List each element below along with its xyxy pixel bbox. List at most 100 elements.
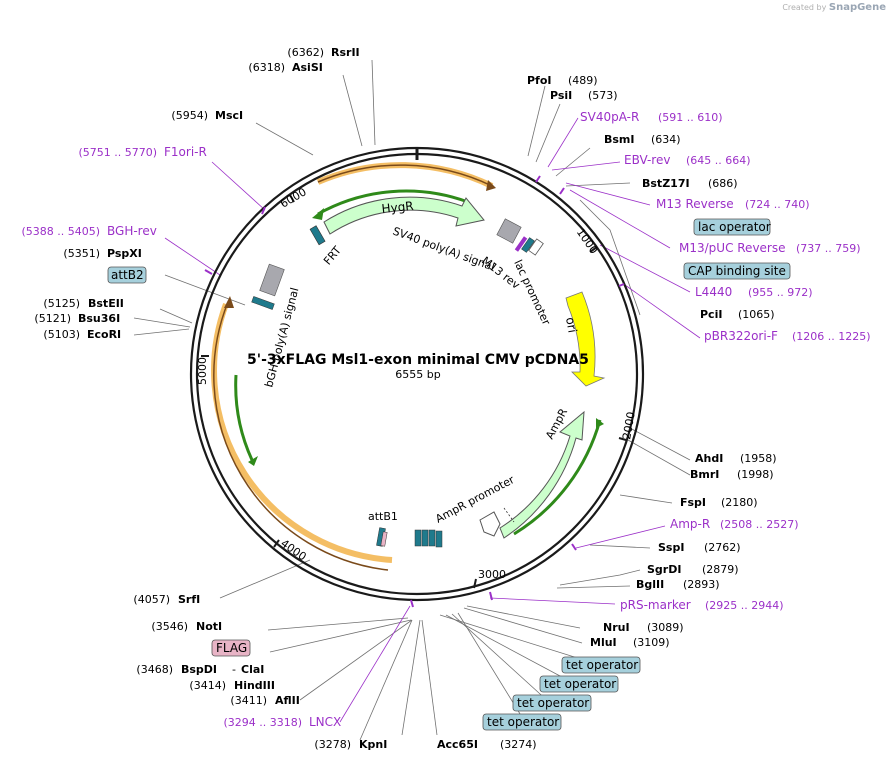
site-nrui[interactable]: NruI(3089) [603, 621, 684, 634]
site-name: BstEII [88, 297, 124, 310]
site-pos: (3468) [136, 663, 173, 676]
site-mlui[interactable]: MluI(3109) [590, 636, 670, 649]
primer-name: LNCX [309, 715, 341, 729]
lac-promoter-label: lac promoter [511, 258, 553, 328]
primer-name: M13 Reverse [656, 197, 734, 211]
primer-prs-marker[interactable]: pRS-marker(2925 .. 2944) [620, 598, 784, 612]
box-lac-operator[interactable]: lac operator [693, 218, 771, 236]
site-pos: (1998) [737, 468, 774, 481]
site-rsrii[interactable]: (6362)RsrII [287, 46, 359, 59]
box-tet-operator-4[interactable]: tet operator [482, 713, 562, 731]
site-hindiii[interactable]: (3414)HindIII [189, 679, 275, 692]
primer-pbr322ori-f[interactable]: pBR322ori-F(1206 .. 1225) [704, 329, 871, 343]
site-asisi[interactable]: (6318)AsiSI [248, 61, 322, 74]
attb1-label: attB1 [368, 510, 398, 523]
svg-text:-: - [232, 663, 236, 676]
site-bsmi[interactable]: BsmI(634) [604, 133, 681, 146]
lac-operator-marker [521, 237, 535, 253]
tick-2000: 2000 [618, 411, 638, 441]
site-name: AflII [275, 694, 300, 707]
tick-label-5000: 5000 [196, 357, 209, 385]
primer-bgh-rev[interactable]: (5388 .. 5405)BGH-rev [21, 224, 156, 238]
primer-marks [204, 175, 625, 608]
primer-lncx[interactable]: (3294 .. 3318)LNCX [223, 715, 341, 729]
tick-5000: 5000 [196, 355, 209, 385]
attb2-marker [251, 296, 275, 310]
primer-name: pBR322ori-F [704, 329, 778, 343]
site-psii[interactable]: PsiI(573) [550, 89, 618, 102]
site-msci[interactable]: (5954)MscI [171, 109, 243, 122]
site-sgrdi[interactable]: SgrDI(2879) [647, 563, 739, 576]
hygr-arrow [323, 196, 485, 235]
m13-marker [514, 236, 528, 252]
site-name: FspI [680, 496, 706, 509]
site-name: PciI [700, 308, 722, 321]
tick-4000: 4000 [273, 537, 309, 564]
box-tet-operator-3[interactable]: tet operator [512, 694, 592, 712]
site-fspi[interactable]: FspI (2180) [680, 496, 758, 509]
site-kpni[interactable]: (3278) KpnI [314, 738, 387, 751]
box-attb2[interactable]: attB2 [107, 266, 147, 284]
site-name: MluI [590, 636, 617, 649]
site-bsteii[interactable]: (5125) BstEII [43, 297, 123, 310]
primer-l4440[interactable]: L4440(955 .. 972) [695, 285, 813, 299]
primer-ebv-rev[interactable]: EBV-rev(645 .. 664) [624, 153, 751, 167]
primer-m13-puc-reverse[interactable]: M13/pUC Reverse(737 .. 759) [679, 241, 861, 255]
site-pos: (489) [568, 74, 598, 87]
box-label: tet operator [544, 677, 616, 691]
site-aflii[interactable]: (3411)AflII [230, 694, 299, 707]
primer-range: (2508 .. 2527) [720, 518, 799, 531]
site-name: NotI [196, 620, 222, 633]
site-sspi[interactable]: SspI (2762) [658, 541, 741, 554]
site-noti[interactable]: (3546)NotI [151, 620, 222, 633]
site-pos: (2180) [721, 496, 758, 509]
site-bstz17i[interactable]: BstZ17I(686) [642, 177, 738, 190]
site-name: SspI [658, 541, 684, 554]
site-pos: (5351) [63, 247, 100, 260]
primer-leader-lines [164, 117, 701, 723]
site-pos: (6318) [248, 61, 285, 74]
site-name: RsrII [331, 46, 360, 59]
site-bglii[interactable]: BglII(2893) [636, 578, 720, 591]
primer-sv40pa-r[interactable]: SV40pA-R (591 .. 610) [580, 110, 723, 124]
site-bmri[interactable]: BmrI(1998) [690, 468, 774, 481]
box-label: FLAG [216, 641, 247, 655]
site-pos: (2762) [704, 541, 741, 554]
primer-name: SV40pA-R [580, 110, 639, 124]
box-tet-operator-2[interactable]: tet operator [539, 675, 619, 693]
primer-range: (591 .. 610) [658, 111, 723, 124]
ampr-promoter-label: AmpR promoter [433, 473, 517, 526]
tet-operator-marker-1 [414, 529, 422, 547]
box-tet-operator-1[interactable]: tet operator [561, 656, 641, 674]
primer-range: (737 .. 759) [796, 242, 861, 255]
primer-amp-r[interactable]: Amp-R(2508 .. 2527) [670, 517, 799, 531]
hygr-green-arc [317, 189, 469, 216]
site-pos: (5125) [43, 297, 80, 310]
site-acc65i[interactable]: Acc65I(3274) [437, 738, 537, 751]
box-flag[interactable]: FLAG [211, 639, 251, 657]
site-pos: (686) [708, 177, 738, 190]
site-bsu36i[interactable]: (5121)Bsu36I [34, 312, 120, 325]
site-name: Bsu36I [78, 312, 120, 325]
site-srfi[interactable]: (4057)SrfI [133, 593, 200, 606]
site-pspxi[interactable]: (5351) PspXI [63, 247, 141, 260]
site-bspdi[interactable]: (3468)BspDI-ClaI [136, 663, 264, 676]
sv40-marker [496, 218, 522, 244]
box-cap-binding-site[interactable]: CAP binding site [683, 262, 791, 280]
tet-operator-marker-3 [428, 529, 436, 547]
site-ahdi[interactable]: AhdI(1958) [695, 452, 777, 465]
site-pcii[interactable]: PciI(1065) [700, 308, 775, 321]
hygr-highlight-line [317, 164, 493, 187]
primer-range: (2925 .. 2944) [705, 599, 784, 612]
site-name: PspXI [107, 247, 142, 260]
box-label: tet operator [517, 696, 589, 710]
site-pfoi[interactable]: PfoI(489) [527, 74, 598, 87]
tet-operator-marker-4 [435, 530, 443, 548]
site-pos: (634) [651, 133, 681, 146]
site-ecori[interactable]: (5103)EcoRI [43, 328, 121, 341]
primer-m13-reverse[interactable]: M13 Reverse(724 .. 740) [656, 197, 810, 211]
site-name: KpnI [359, 738, 387, 751]
site-name: PsiI [550, 89, 572, 102]
primer-f1ori-r[interactable]: (5751 .. 5770)F1ori-R [78, 145, 206, 159]
site-pos: (3278) [314, 738, 351, 751]
